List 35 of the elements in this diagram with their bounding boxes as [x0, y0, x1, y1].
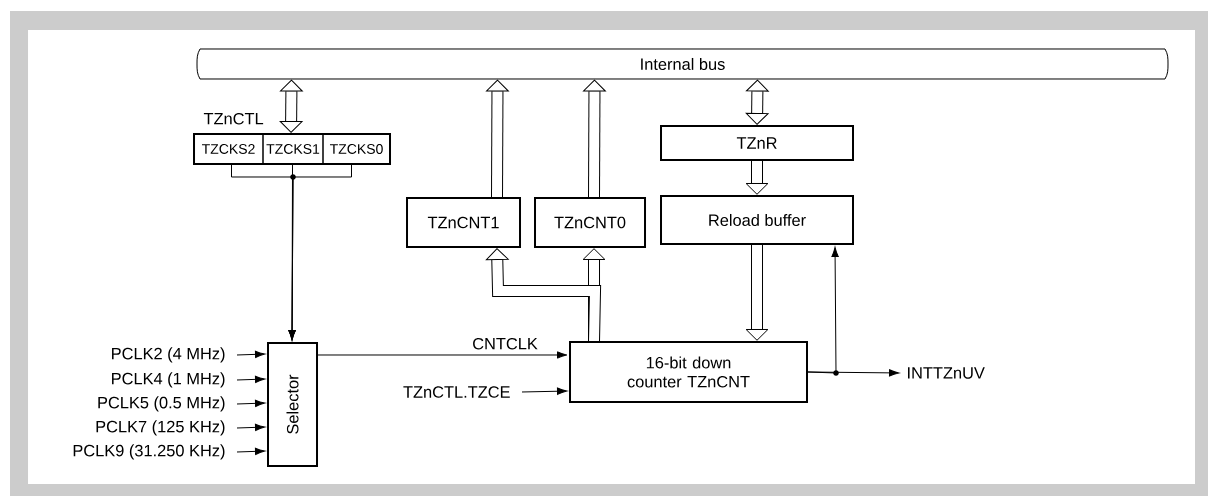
- signal-arrow: [288, 164, 352, 341]
- block-box: TZnR: [660, 125, 854, 161]
- signal-arrow: [236, 375, 266, 384]
- signal-arrow: [236, 423, 266, 432]
- signal-arrow: [236, 399, 266, 408]
- bus-arrow: [745, 245, 769, 341]
- block-box: TZnCNT0: [534, 197, 646, 248]
- block-box: TZnCNT1: [406, 197, 521, 248]
- signal-arrow: [236, 447, 266, 456]
- signal-arrow: [236, 350, 266, 359]
- bus-arrow: [279, 79, 303, 133]
- signal-label: PCLK9 (31.250 KHz): [73, 444, 225, 460]
- signal-arrow: [807, 246, 839, 374]
- node-label: TZnCTL: [203, 112, 264, 125]
- signal-label: PCLK2 (4 MHz): [112, 347, 225, 363]
- register-cell: TZCKS0: [322, 133, 391, 165]
- signal-label: TZnCTL.TZCE: [403, 386, 510, 398]
- register-cell: TZCKS1: [262, 133, 324, 165]
- signal-arrow: [521, 387, 568, 395]
- signal-label: PCLK4 (1 MHz): [112, 372, 225, 388]
- bus-arrow: [745, 79, 769, 125]
- bus-arrow: [583, 79, 606, 197]
- register-cell: TZCKS2: [193, 133, 264, 165]
- bus-band: Internal bus: [196, 48, 1169, 80]
- bus-arrow: [485, 248, 602, 342]
- signal-arrow: [317, 351, 568, 359]
- selector-box: Selector: [267, 342, 318, 467]
- block-box: Reload buffer: [660, 195, 854, 245]
- bus-arrow: [486, 79, 509, 197]
- signal-label: PCLK7 (125 KHz): [96, 420, 225, 436]
- signal-label: INTTZnUV: [908, 367, 985, 379]
- signal-label: PCLK5 (0.5 MHz): [98, 396, 225, 412]
- bus-arrow: [745, 161, 769, 195]
- edge-label: CNTCLK: [473, 337, 538, 350]
- counter-box: 16-bit down counter TZnCNT: [569, 341, 808, 403]
